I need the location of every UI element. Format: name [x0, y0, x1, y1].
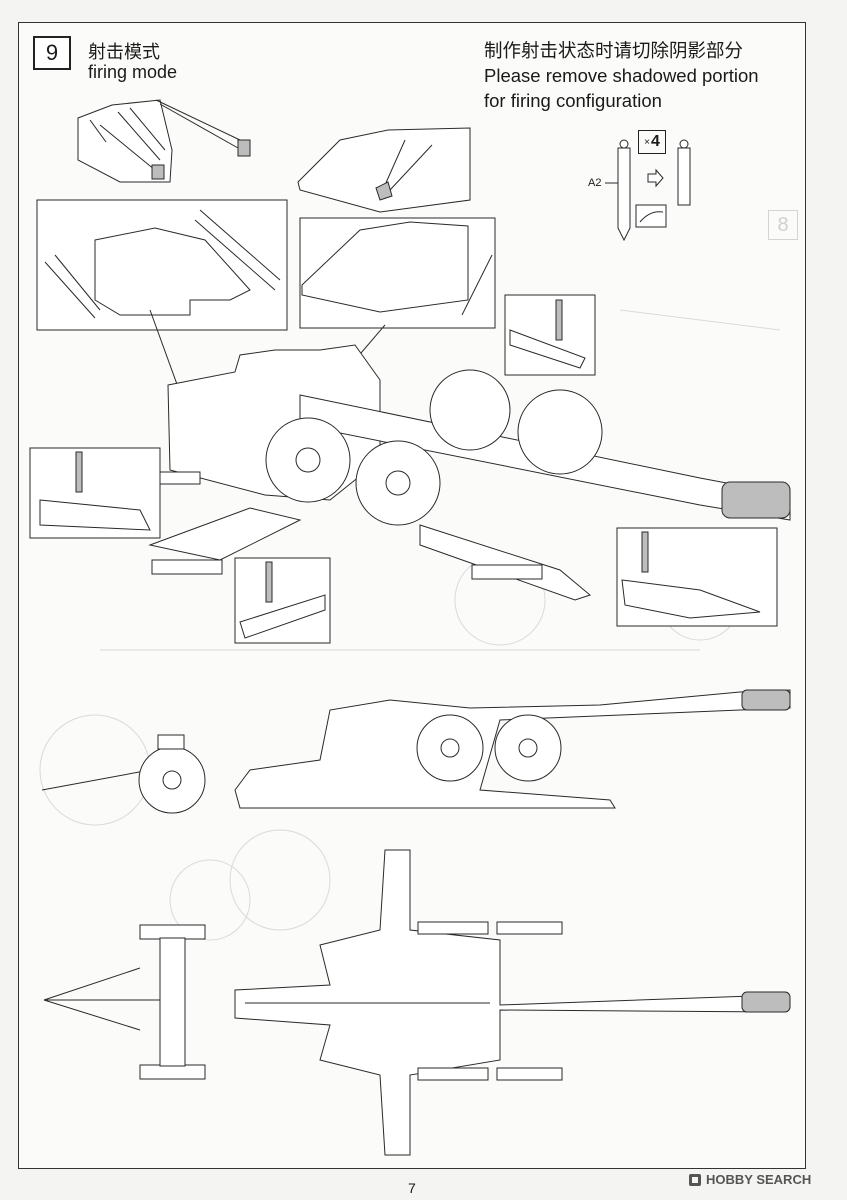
step-title-zh: 射击模式: [88, 42, 160, 63]
shield-shovel-detail: [297, 127, 471, 213]
note-zh: 制作射击状态时请切除阴影部分: [484, 40, 744, 61]
instruction-note: 制作射击状态时请切除阴影部分 Please remove shadowed po…: [484, 38, 759, 113]
shield-assembly-detail-center: [299, 217, 496, 361]
show-through-ghosts: [39, 309, 781, 941]
gun-iso-view: [139, 344, 791, 601]
note-en-line1: Please remove shadowed portion: [484, 65, 759, 86]
page-number: 7: [408, 1180, 416, 1196]
quantity-value: 4: [650, 133, 660, 150]
quantity-badge: ×4: [638, 130, 666, 154]
part-label-a2: A2: [588, 177, 602, 189]
limber-top-view: [43, 924, 206, 1080]
watermark-text: HOBBY SEARCH: [706, 1172, 812, 1187]
trail-spade-detail-right: [616, 527, 778, 627]
trail-spade-detail-left: [29, 447, 161, 539]
quantity-prefix: ×: [644, 136, 650, 148]
limber-side-view: [41, 734, 206, 814]
step-number: 9: [33, 36, 71, 70]
trail-spade-detail-bottom: [234, 557, 331, 644]
step-title-en: firing mode: [88, 62, 178, 82]
stake-part-detail: [605, 139, 691, 242]
ghost-step-number: 8: [768, 210, 798, 240]
tools-shield-detail: [77, 99, 251, 183]
trail-spade-detail-right-top: [504, 294, 596, 376]
watermark-logo-icon: [689, 1173, 701, 1186]
note-en-line2: for firing configuration: [484, 90, 662, 111]
gun-side-view: [234, 689, 791, 809]
shield-assembly-detail-left: [36, 199, 288, 421]
gun-top-view: [234, 849, 791, 1156]
watermark: HOBBY SEARCH: [688, 1172, 811, 1187]
